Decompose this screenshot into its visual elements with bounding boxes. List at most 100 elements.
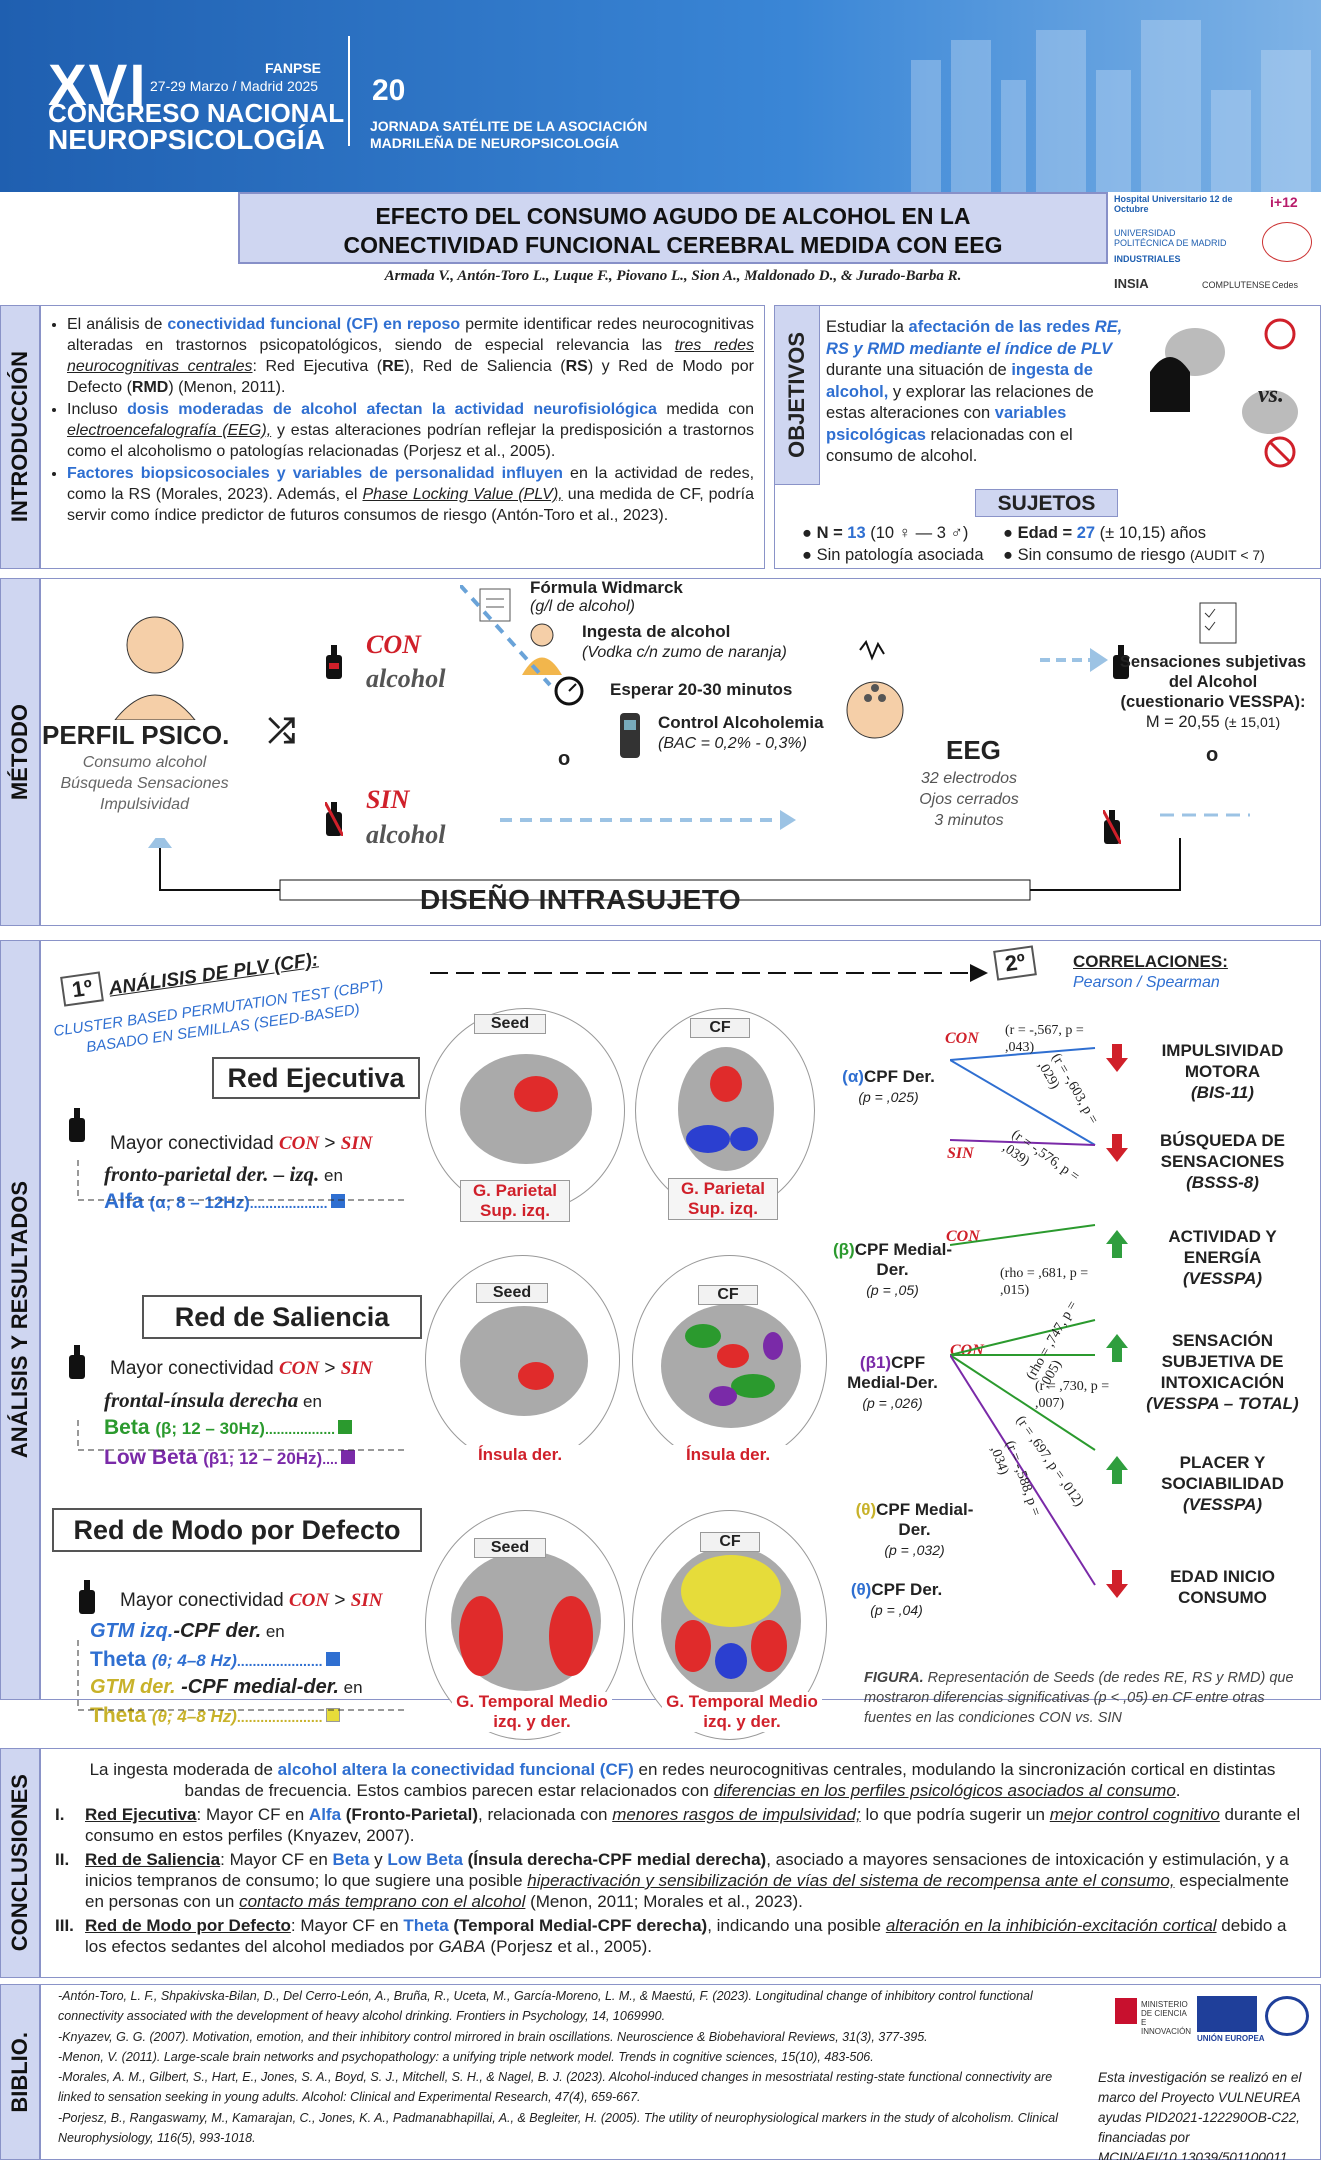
aei-logo [1265, 1996, 1309, 2036]
correlaciones-sub: Pearson / Spearman [1073, 974, 1220, 991]
metodo-panel [40, 578, 1321, 926]
re-seed-region: G. Parietal Sup. izq. [460, 1180, 570, 1222]
rs-band-beta: Beta (β; 12 – 30Hz).................. [104, 1416, 352, 1440]
objetivos-panel [774, 305, 1321, 569]
eu-flag-logo [1197, 1996, 1257, 2032]
correlaciones-title: CORRELACIONES: [1073, 952, 1228, 971]
header-divider [348, 36, 350, 146]
ingesta-title: Ingesta de alcohol [582, 622, 731, 641]
sin-alcohol-label: alcohol [366, 820, 446, 849]
rs-seed-brain-image [460, 1306, 588, 1416]
rmd-line2: GTM izq.-CPF der. en [90, 1620, 285, 1642]
rmd-band-1: Theta (θ; 4–8 Hz)...................... [90, 1648, 340, 1672]
references: -Antón-Toro, L. F., Shpakivska-Bilan, D.… [58, 1986, 1088, 2148]
reference-1: -Antón-Toro, L. F., Shpakivska-Bilan, D.… [58, 1989, 1033, 2024]
or-label-1: o [558, 748, 571, 770]
sujetos-patologia: ● Sin patología asociada [802, 546, 984, 564]
rs-line2: frontal-ínsula derecha en [104, 1388, 322, 1412]
drinking-person-icon [522, 623, 562, 675]
re-seed-label: Seed [474, 1014, 546, 1034]
re-mayor: Mayor conectividad CON > SIN [110, 1133, 373, 1154]
reference-2: -Knyazev, G. G. (2007). Motivation, emot… [58, 2029, 928, 2044]
person-icon [114, 616, 196, 720]
questionnaire-icon [1199, 602, 1237, 644]
upm-logo: UNIVERSIDAD POLITÉCNICA DE MADRID [1114, 228, 1227, 248]
congress-title-1: CONGRESO NACIONAL [48, 98, 345, 128]
eu-label: UNIÓN EUROPEA [1197, 2034, 1265, 2043]
dashed-line [1160, 813, 1250, 817]
rs-cf-region: Ínsula der. [668, 1445, 788, 1465]
re-bottle-icon [69, 1108, 85, 1142]
sin-arrow [600, 810, 796, 830]
sujetos-title: SUJETOS [975, 489, 1118, 517]
cond-con-1: CON [945, 1030, 979, 1047]
step-1-badge: 1º [60, 971, 105, 1007]
re-seed-brain [425, 1008, 625, 1213]
biblio-panel [40, 1984, 1321, 2160]
eeg-cap-icon [846, 640, 904, 739]
jornada-text: JORNADA SATÉLITE DE LA ASOCIACIÓN MADRIL… [370, 118, 648, 151]
intro-panel: El análisis de conectividad funcional (C… [40, 305, 765, 569]
rmd-seed-label: Seed [474, 1538, 546, 1558]
re-cf-label: CF [690, 1018, 750, 1038]
rs-seed-label: Seed [476, 1283, 548, 1303]
reference-5: -Porjesz, B., Rangaswamy, M., Kamarajan,… [58, 2110, 1058, 2146]
result-item: (α)CPF Der.(p = ,025) [842, 1067, 935, 1105]
con-alcohol-label: alcohol [366, 664, 446, 693]
anniversary-logo: 20 [372, 74, 406, 107]
bottle-icon [326, 645, 342, 679]
section-objetivos-tab: OBJETIVOS [774, 305, 820, 485]
widmark-unit: (g/l de alcohol) [530, 598, 635, 615]
congress-title-2: NEUROPSICOLOGÍA [48, 124, 325, 155]
rmd-mayor: Mayor conectividad CON > SIN [120, 1590, 383, 1611]
sujetos-consumo: ● Sin consumo de riesgo (AUDIT < 7) [1003, 546, 1265, 564]
insia-logo: INSIA [1114, 276, 1149, 291]
bottle-crossed-icon-2 [1103, 810, 1121, 844]
objetivos-text: Estudiar la afectación de las redes RE, … [826, 318, 1123, 465]
rs-seed-region: Ínsula der. [460, 1445, 580, 1465]
rs-band-lowbeta: Low Beta (β1; 12 – 20Hz).... [104, 1446, 355, 1470]
cond-con-2: CON [946, 1228, 980, 1245]
re-line2: fronto-parietal der. – izq. en [104, 1162, 343, 1186]
section-conclusiones-tab: CONCLUSIONES [0, 1748, 40, 1978]
concl-ii: II.Red de Saliencia: Mayor CF en Beta y … [55, 1850, 1289, 1911]
sin-label: SIN [366, 785, 410, 814]
rs-cf-brain-image [661, 1304, 801, 1428]
rmd-cf-brain-image [661, 1546, 801, 1696]
randomize-icon: ⤮ [268, 712, 296, 750]
title-line-2: CONECTIVIDAD FUNCIONAL CEREBRAL MEDIDA C… [343, 232, 1003, 258]
reference-3: -Menon, V. (2011). Large-scale brain net… [58, 2049, 874, 2064]
cedes-logo: Cedes [1272, 280, 1299, 290]
esperar-label: Esperar 20-30 minutos [610, 680, 793, 699]
re-band: Alfa (α; 8 – 12Hz).................... [104, 1190, 345, 1214]
rs-seed-brain [425, 1255, 620, 1465]
rs-bottle-icon [69, 1345, 85, 1379]
brain-vs-illustration [1150, 318, 1298, 468]
funding-logos: MINISTERIO DE CIENCIA E INNOVACIÓN UNIÓN… [1115, 1990, 1315, 2060]
network-brackets [77, 1160, 405, 1711]
concl-iii: III.Red de Modo por Defecto: Mayor CF en… [55, 1916, 1287, 1956]
ingesta-detail: (Vodka c/n zumo de naranja) [582, 644, 787, 661]
concl-i: I.Red Ejecutiva: Mayor CF en Alfa (Front… [55, 1805, 1301, 1845]
step-arrow [430, 964, 988, 982]
section-analisis-tab: ANÁLISIS Y RESULTADOS [0, 940, 40, 1700]
stat-1: (r = -,567, p = ,043) [1005, 1023, 1084, 1055]
bottle-icon-2 [1113, 645, 1129, 679]
spain-crest-logo [1115, 1998, 1137, 2024]
institution-logos: Hospital Universitario 12 de Octubre i+1… [1112, 192, 1317, 300]
timer-icon [554, 676, 584, 706]
rmd-seed-brain-image [451, 1551, 601, 1691]
re-cf-brain-image [678, 1047, 774, 1171]
header-banner: XVI 27-29 Marzo / Madrid 2025 FANPSE CON… [0, 0, 1321, 192]
concl-intro: La ingesta moderada de alcohol altera la… [89, 1760, 1276, 1800]
fanpse-logo: FANPSE [265, 60, 322, 76]
congress-number: XVI [48, 53, 148, 118]
section-intro-tab: INTRODUCCIÓN [0, 305, 40, 569]
reference-4: -Morales, A. M., Gilbert, S., Hart, E., … [58, 2070, 1053, 2105]
bottle-crossed-icon [325, 802, 343, 836]
rmd-bottle-icon [79, 1580, 95, 1614]
red-ejecutiva-title: Red Ejecutiva [212, 1057, 420, 1099]
control-title: Control Alcoholemia [658, 713, 824, 732]
